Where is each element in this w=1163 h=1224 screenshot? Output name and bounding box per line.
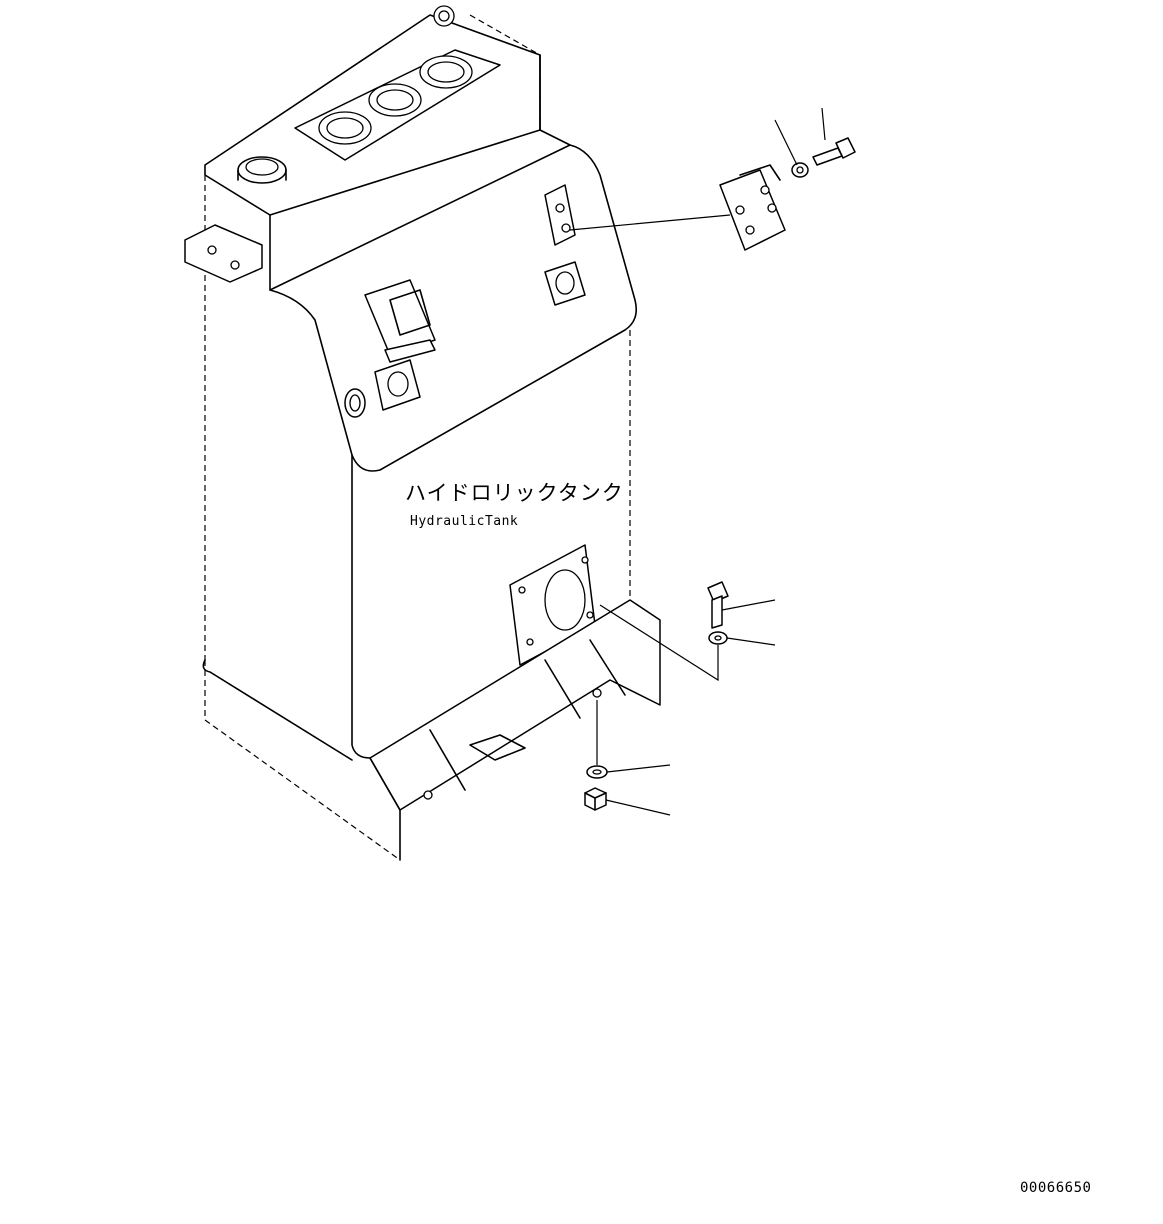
- leader-line-bolt-upper: [821, 107, 826, 141]
- bracket-icon: [719, 164, 786, 251]
- leader-line-bolt-side: [721, 599, 776, 611]
- leader-line-washer-bottom: [606, 764, 671, 773]
- nut-icon: [584, 787, 607, 811]
- washer-icon: [708, 631, 728, 645]
- drawing-number: 00066650: [1020, 1180, 1091, 1196]
- leader-line-washer-side: [726, 637, 776, 646]
- tank-name-jp: ハイドロリックタンク: [405, 481, 624, 505]
- leader-line-mount: [599, 604, 719, 682]
- leader-line-bracket: [569, 214, 731, 231]
- leader-line-washer-upper: [774, 119, 798, 166]
- hydraulic-tank-icon: [184, 5, 661, 861]
- leader-line-nut: [605, 799, 671, 816]
- bolt-icon: [812, 137, 856, 166]
- washer-icon: [791, 162, 809, 178]
- bolt-icon: [707, 581, 729, 629]
- tank-name-en: HydraulicTank: [410, 514, 518, 529]
- washer-icon: [586, 765, 608, 779]
